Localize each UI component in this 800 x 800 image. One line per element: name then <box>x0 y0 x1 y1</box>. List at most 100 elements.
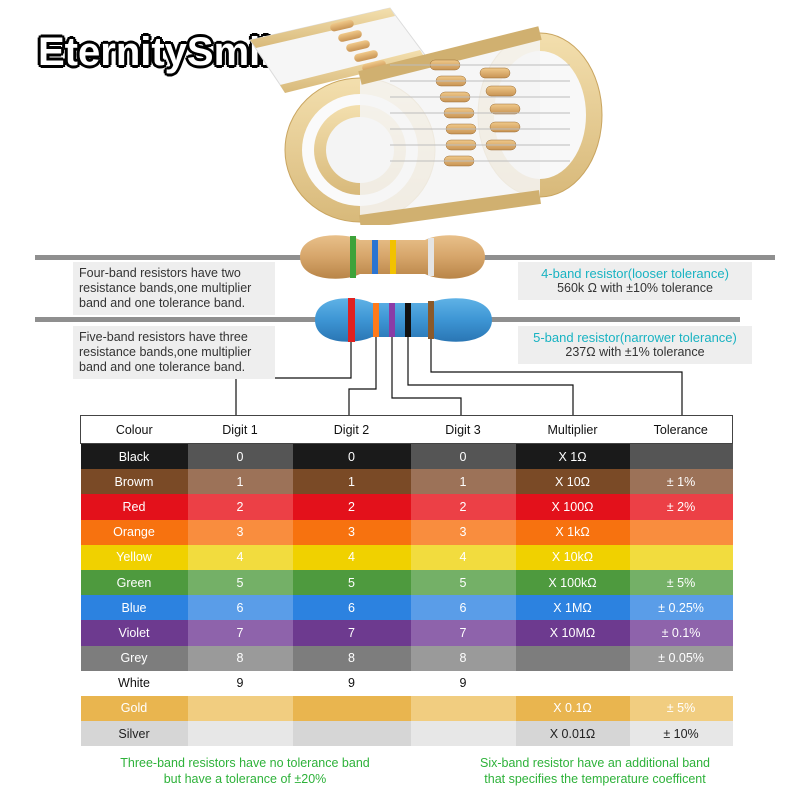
cell-multiplier: X 100Ω <box>515 494 630 520</box>
band-orange <box>373 303 379 337</box>
cell-digit-2: 2 <box>292 494 411 520</box>
cell-digit-2 <box>292 721 411 747</box>
color-code-table: Colour Digit 1 Digit 2 Digit 3 Multiplie… <box>80 415 733 747</box>
band-green <box>350 236 356 278</box>
cell-digit-2: 6 <box>292 595 411 621</box>
band-blue <box>372 240 378 274</box>
cell-digit-3 <box>410 695 516 722</box>
cell-digit-1: 6 <box>187 595 293 621</box>
cell-digit-1: 5 <box>187 569 293 596</box>
header-digit-2: Digit 2 <box>292 415 411 444</box>
cell-tolerance: ± 5% <box>629 695 733 722</box>
band-black <box>405 303 411 337</box>
cell-digit-3: 7 <box>410 620 516 646</box>
cell-tolerance <box>629 544 733 570</box>
cell-digit-2: 7 <box>292 620 411 646</box>
five-band-label-title: 5-band resistor(narrower tolerance) <box>533 330 737 345</box>
four-band-description-box: Four-band resistors have two resistance … <box>73 262 275 315</box>
header-tolerance: Tolerance <box>629 415 733 444</box>
four-band-description: Four-band resistors have two resistance … <box>79 266 252 310</box>
cell-multiplier: X 1Ω <box>515 443 630 470</box>
cell-digit-2: 9 <box>292 670 411 696</box>
cell-digit-3: 1 <box>410 469 516 495</box>
cell-tolerance: ± 0.05% <box>629 645 733 671</box>
four-band-resistor <box>300 235 485 279</box>
band-silver <box>428 238 434 276</box>
cell-colour: Red <box>80 494 188 520</box>
six-band-note-line1: Six-band resistor have an additional ban… <box>479 756 710 770</box>
cell-digit-3: 6 <box>410 595 516 621</box>
cell-tolerance: ± 0.1% <box>629 620 733 646</box>
cell-multiplier: X 0.01Ω <box>515 721 630 747</box>
cell-digit-1: 0 <box>187 443 293 470</box>
header-digit-3: Digit 3 <box>410 415 516 444</box>
header-colour: Colour <box>80 415 188 444</box>
cell-colour: Gold <box>80 695 188 722</box>
cell-colour: Yellow <box>80 544 188 570</box>
cell-digit-2: 1 <box>292 469 411 495</box>
band-violet <box>389 303 395 337</box>
three-band-note: Three-band resistors have no tolerance b… <box>110 755 380 787</box>
tape-strip-back <box>249 7 426 93</box>
cell-digit-3 <box>410 721 516 747</box>
cell-colour: Grey <box>80 645 188 671</box>
cell-tolerance: ± 0.25% <box>629 595 733 621</box>
cell-multiplier: X 10kΩ <box>515 544 630 570</box>
resistor-tape-photo <box>249 7 603 225</box>
five-band-label-value: 237Ω with ±1% tolerance <box>565 345 705 359</box>
three-band-note-line2: but have a tolerance of ±20% <box>163 772 327 786</box>
three-band-note-line1: Three-band resistors have no tolerance b… <box>120 756 370 770</box>
cell-colour: Orange <box>80 519 188 545</box>
cell-tolerance <box>629 670 733 696</box>
cell-colour: Silver <box>80 721 188 747</box>
cell-digit-3: 9 <box>410 670 516 696</box>
tape-resistors-roll <box>429 59 521 167</box>
cell-digit-3: 4 <box>410 544 516 570</box>
cell-digit-1: 9 <box>187 670 293 696</box>
cell-digit-2: 0 <box>292 443 411 470</box>
five-band-resistor <box>315 298 492 342</box>
connector-lines <box>235 337 683 418</box>
cell-digit-2: 5 <box>292 569 411 596</box>
five-band-description-box: Five-band resistors have three resistanc… <box>73 326 275 379</box>
five-band-description: Five-band resistors have three resistanc… <box>79 330 252 374</box>
cell-colour: Browm <box>80 469 188 495</box>
cell-digit-1 <box>187 721 293 747</box>
cell-digit-2: 8 <box>292 645 411 671</box>
cell-multiplier: X 1MΩ <box>515 595 630 621</box>
cell-digit-1 <box>187 695 293 722</box>
cell-multiplier: X 10Ω <box>515 469 630 495</box>
cell-multiplier <box>515 670 630 696</box>
cell-multiplier: X 1kΩ <box>515 519 630 545</box>
cell-digit-3: 0 <box>410 443 516 470</box>
band-brown <box>428 301 434 339</box>
cell-colour: Black <box>80 443 188 470</box>
cell-digit-1: 3 <box>187 519 293 545</box>
cell-tolerance: ± 5% <box>629 569 733 596</box>
four-band-label-title: 4-band resistor(looser tolerance) <box>541 266 729 281</box>
cell-multiplier <box>515 645 630 671</box>
header-multiplier: Multiplier <box>515 415 630 444</box>
cell-digit-1: 2 <box>187 494 293 520</box>
cell-digit-3: 8 <box>410 645 516 671</box>
six-band-note: Six-band resistor have an additional ban… <box>455 755 735 787</box>
cell-digit-2: 3 <box>292 519 411 545</box>
cell-digit-3: 2 <box>410 494 516 520</box>
cell-tolerance: ± 2% <box>629 494 733 520</box>
cell-digit-1: 4 <box>187 544 293 570</box>
cell-tolerance <box>629 443 733 470</box>
cell-colour: Violet <box>80 620 188 646</box>
cell-tolerance: ± 1% <box>629 469 733 495</box>
six-band-note-line2: that specifies the temperature coefficen… <box>484 772 706 786</box>
cell-colour: Blue <box>80 595 188 621</box>
